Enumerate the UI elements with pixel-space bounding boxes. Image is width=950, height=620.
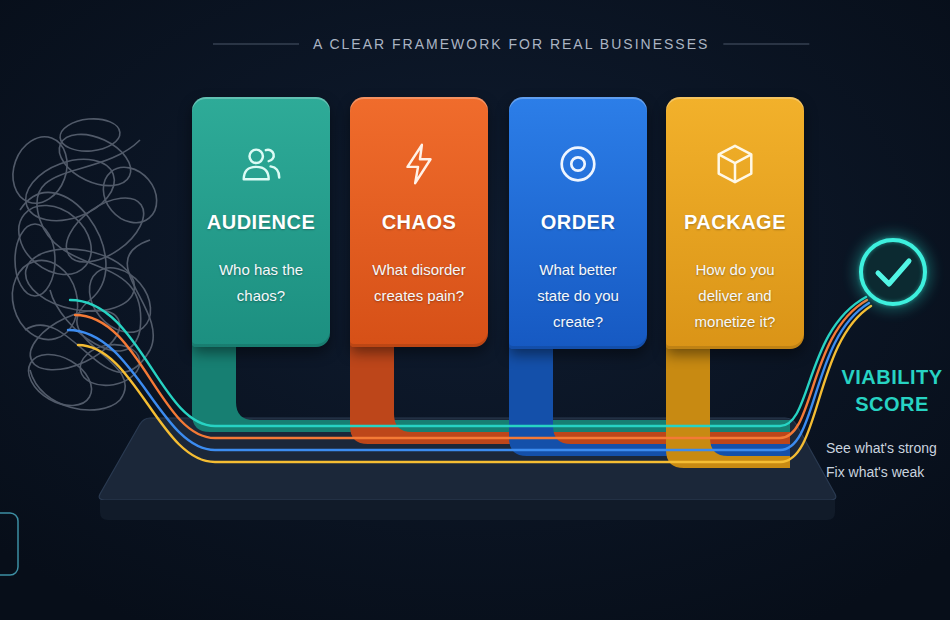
card-question: What disorder creates pain? bbox=[360, 257, 478, 309]
score-note: See what's strong Fix what's weak bbox=[826, 436, 946, 484]
card-question: What better state do you create? bbox=[519, 257, 637, 335]
score-title: VIABILITY SCORE bbox=[836, 364, 948, 418]
tangle-loop bbox=[21, 241, 140, 319]
tangle-loop bbox=[59, 116, 122, 153]
card-question: Who has the chaos? bbox=[202, 257, 320, 309]
card-icon-glyph bbox=[562, 148, 595, 181]
score-glow bbox=[853, 232, 933, 312]
framework-card: PACKAGE How do you deliver and monetize i… bbox=[666, 97, 804, 349]
framework-card: CHAOS What disorder creates pain? bbox=[350, 97, 488, 347]
title-rule bbox=[723, 43, 809, 44]
tangle-loop bbox=[15, 224, 55, 296]
score-ring bbox=[861, 240, 925, 304]
card-question: How do you deliver and monetize it? bbox=[676, 257, 794, 335]
framework-card: AUDIENCE Who has the chaos? bbox=[192, 97, 330, 347]
card-heading: ORDER bbox=[541, 209, 616, 235]
score-ring-glow bbox=[861, 240, 925, 304]
tangle-loop bbox=[4, 129, 76, 211]
ui-fragment bbox=[0, 513, 18, 575]
card-icon bbox=[396, 141, 442, 187]
platform-edge bbox=[100, 500, 835, 520]
card-icon-glyph bbox=[719, 146, 752, 182]
title-rule bbox=[213, 43, 299, 44]
tangle-strand bbox=[37, 140, 141, 351]
tangle-loop bbox=[21, 298, 128, 382]
card-icon bbox=[555, 141, 601, 187]
tangle-loop bbox=[92, 157, 167, 234]
card-icon bbox=[712, 141, 758, 187]
tangle bbox=[4, 116, 168, 416]
card-icon-glyph bbox=[408, 145, 431, 183]
card-heading: CHAOS bbox=[382, 209, 457, 235]
card-icon-glyph bbox=[244, 150, 279, 180]
card-icon bbox=[238, 141, 284, 187]
framework-card: ORDER What better state do you create? bbox=[509, 97, 647, 349]
tangle-strand bbox=[25, 240, 153, 372]
card-heading: AUDIENCE bbox=[207, 209, 315, 235]
check-mark bbox=[878, 261, 909, 284]
tangle-loop bbox=[51, 124, 138, 196]
tangle-loop bbox=[5, 191, 105, 288]
card-heading: PACKAGE bbox=[684, 209, 786, 235]
title: A CLEAR FRAMEWORK FOR REAL BUSINESSES bbox=[313, 36, 709, 52]
